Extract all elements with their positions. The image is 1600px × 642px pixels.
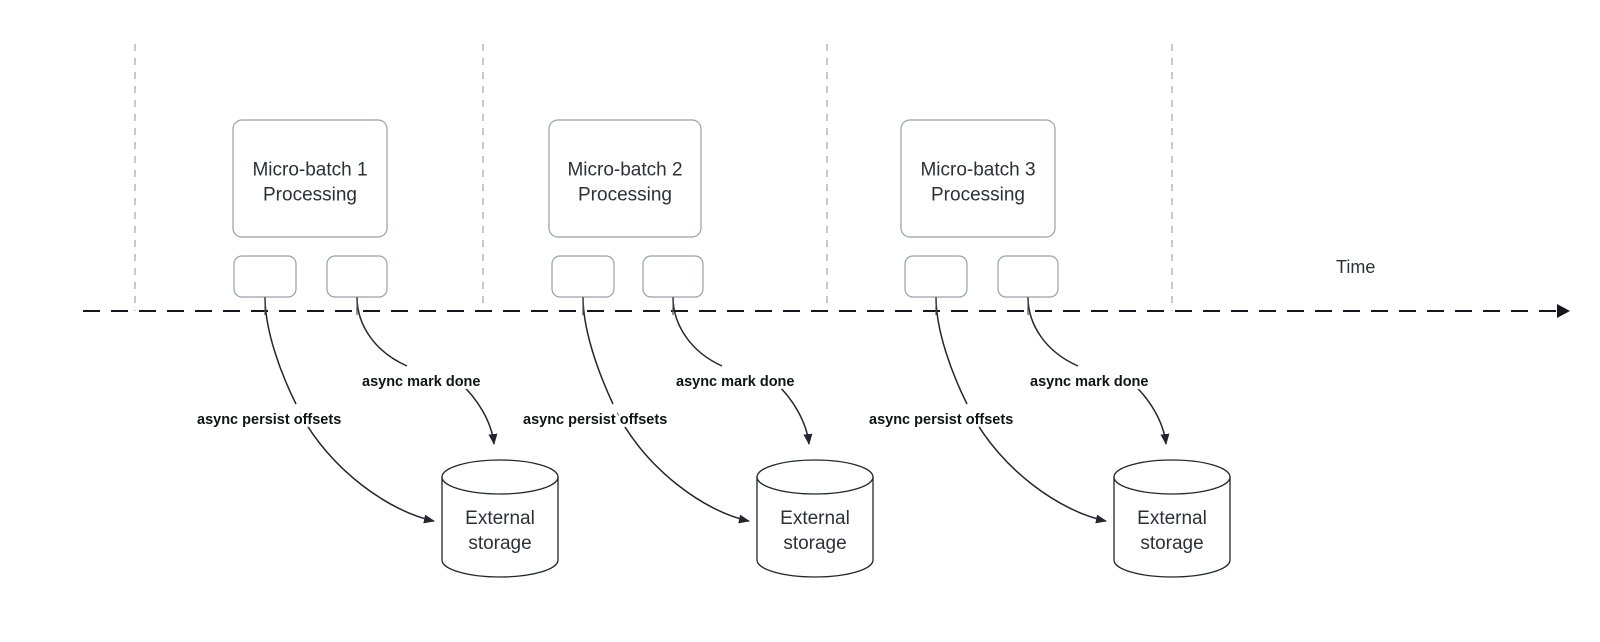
storage-cylinder-body-2	[756, 476, 874, 578]
micro-batch-box-rect-1	[232, 119, 388, 238]
micro-batch-box-rect-3	[900, 119, 1056, 238]
edge-label-halo-async-persist-offsets-1: async persist offsets	[197, 412, 341, 428]
flow-edges-layer	[264, 296, 1170, 524]
storage-label-line2-1: storage	[468, 533, 531, 554]
storage-cylinder-top-ellipse-1	[441, 459, 559, 495]
edge-label-async-mark-done-3: async mark done	[1030, 374, 1148, 390]
micro-batch-label-line2-3: Processing	[931, 185, 1025, 206]
storage-cylinder-top-ellipse-2	[756, 459, 874, 495]
edge-label-halo-async-persist-offsets-3: async persist offsets	[869, 412, 1013, 428]
edge-label-async-mark-done-1: async mark done	[362, 374, 480, 390]
micro-batch-box-3: Micro-batch 3 Processing	[900, 119, 1056, 238]
edge-async-mark-done-segment-a	[1027, 296, 1079, 367]
task-box-rect-mark-done-task-1[interactable]	[326, 255, 388, 298]
edge-async-mark-done-segment-b	[451, 375, 498, 445]
edge-label-halo-async-mark-done-2: async mark done	[676, 374, 794, 390]
task-box-rect-mark-done-task-3[interactable]	[997, 255, 1059, 298]
edge-label-async-persist-offsets-2: async persist offsets	[523, 412, 667, 428]
task-box-rect-persist-offsets-task-3[interactable]	[904, 255, 968, 298]
timeline-arrowhead-icon	[1557, 304, 1570, 318]
external-storage-cylinder-2: External storage	[756, 459, 874, 578]
task-box-persist-offsets-task-2[interactable]	[551, 255, 615, 315]
external-storage-cylinder-3: External storage	[1113, 459, 1231, 578]
task-box-mark-done-task-1[interactable]	[326, 255, 388, 315]
storage-label-line1-1: External	[465, 508, 535, 529]
edge-label-async-persist-offsets-3: async persist offsets	[869, 412, 1013, 428]
edge-async-persist-offsets-segment-a	[935, 296, 968, 405]
task-box-rect-persist-offsets-task-1[interactable]	[233, 255, 297, 298]
task-box-mark-done-task-2[interactable]	[642, 255, 704, 315]
edge-label-async-persist-offsets-1: async persist offsets	[197, 412, 341, 428]
edge-async-mark-done-group-2	[672, 296, 813, 445]
task-box-rect-persist-offsets-task-2[interactable]	[551, 255, 615, 298]
edge-async-mark-done-segment-a	[672, 296, 723, 367]
edge-labels-layer: async persist offsets async persist offse…	[194, 371, 1151, 431]
edge-async-persist-offsets-segment-b	[616, 412, 750, 524]
edge-async-persist-offsets-segment-a	[582, 296, 614, 405]
micro-batch-box-1: Micro-batch 1 Processing	[232, 119, 388, 238]
edge-async-persist-offsets-group-1	[264, 296, 435, 524]
storage-label-line1-3: External	[1137, 508, 1207, 529]
micro-batch-label-line1-2: Micro-batch 2	[567, 160, 682, 181]
micro-batch-label-line2-1: Processing	[263, 185, 357, 206]
edge-label-async-mark-done-2: async mark done	[676, 374, 794, 390]
task-box-persist-offsets-task-1[interactable]	[233, 255, 297, 315]
storage-cylinder-body-3	[1113, 476, 1231, 578]
timeline-axis-layer: Time	[83, 257, 1570, 318]
grid-lines-layer	[134, 44, 1173, 311]
time-axis-label: Time	[1336, 257, 1375, 277]
edge-async-mark-done-segment-b	[767, 375, 813, 445]
edge-async-persist-offsets-segment-a	[264, 296, 297, 405]
micro-batch-label-line1-3: Micro-batch 3	[920, 160, 1035, 181]
task-box-rect-mark-done-task-2[interactable]	[642, 255, 704, 298]
storage-cylinder-body-1	[441, 476, 559, 578]
edge-async-mark-done-segment-a	[356, 296, 408, 367]
task-box-persist-offsets-task-3[interactable]	[904, 255, 968, 315]
micro-batch-box-rect-2	[548, 119, 702, 238]
edge-async-mark-done-segment-b	[1123, 375, 1170, 445]
edge-async-mark-done-group-1	[356, 296, 498, 445]
edge-async-mark-done-group-3	[1027, 296, 1170, 445]
edge-label-halo-async-mark-done-3: async mark done	[1030, 374, 1148, 390]
micro-batch-label-line2-2: Processing	[578, 185, 672, 206]
task-box-mark-done-task-3[interactable]	[997, 255, 1059, 315]
external-storage-cylinder-1: External storage	[441, 459, 559, 578]
storage-label-line2-3: storage	[1140, 533, 1203, 554]
edge-async-persist-offsets-group-2	[582, 296, 750, 524]
micro-batch-box-2: Micro-batch 2 Processing	[548, 119, 702, 238]
storage-label-line2-2: storage	[783, 533, 846, 554]
edge-label-halo-async-mark-done-1: async mark done	[362, 374, 480, 390]
edge-label-halo-async-persist-offsets-2: async persist offsets	[523, 412, 667, 428]
storage-label-line1-2: External	[780, 508, 850, 529]
storage-cylinder-top-ellipse-3	[1113, 459, 1231, 495]
edge-async-persist-offsets-group-3	[935, 296, 1107, 524]
edge-async-persist-offsets-segment-b	[299, 412, 435, 524]
micro-batch-label-line1-1: Micro-batch 1	[252, 160, 367, 181]
edge-async-persist-offsets-segment-b	[970, 412, 1107, 524]
